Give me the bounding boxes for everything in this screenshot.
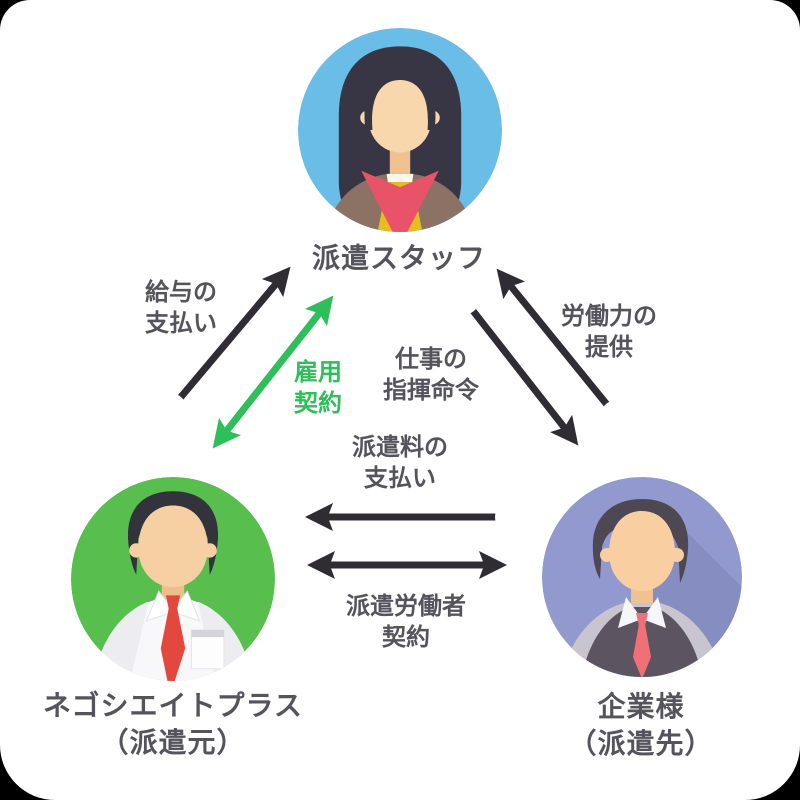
agency-face [138,505,208,588]
staff-bangs [364,64,436,130]
company-avatar [542,477,742,677]
company-role: （派遣先） [568,728,714,759]
agency-avatar [71,477,275,681]
salary-label: 給与の 支払い [145,279,217,337]
company-face [609,511,675,591]
agency-pocket-trim [191,630,224,638]
staff-face [368,76,432,153]
agency-name: ネゴシエイトプラス [43,690,303,721]
work-direction-label: 仕事の 指揮命令 [383,346,479,404]
company-tie [633,624,651,677]
origin-dot-staff [446,281,480,315]
labor-provision-label: 労働力の 提供 [561,303,657,361]
company-collar-right [642,597,666,628]
staff-name: 派遣スタッフ [311,242,487,274]
company-name: 企業様 [597,691,685,722]
labor-provision-arrow [496,268,620,420]
origin-dot-company [600,400,634,434]
staff-avatar [298,28,502,232]
agency-tie-knot [165,595,181,610]
agency-node-label: ネゴシエイトプラス （派遣元） [43,687,303,761]
employment-contract-label: 雇用 契約 [294,359,342,417]
dispatch-fee-label: 派遣料の 支払い [352,434,448,492]
employment-contract-arrow [212,295,334,449]
staff-node-label: 派遣スタッフ [312,240,486,277]
agency-role: （派遣元） [100,727,246,758]
origin-dot-agency [153,393,187,427]
company-tie-knot [636,613,648,626]
dispatch-contract-label: 派遣労働者 契約 [346,593,466,651]
staff-neckline [386,173,414,183]
staff-collar [361,170,439,232]
work-direction-arrow [460,295,579,446]
company-node-label: 企業様 （派遣先） [568,688,713,762]
company-collar-left [618,597,642,628]
origin-dot-fee [495,500,529,534]
agency-tie [160,607,186,681]
agency-hair [127,491,219,575]
company-hair [592,499,689,583]
